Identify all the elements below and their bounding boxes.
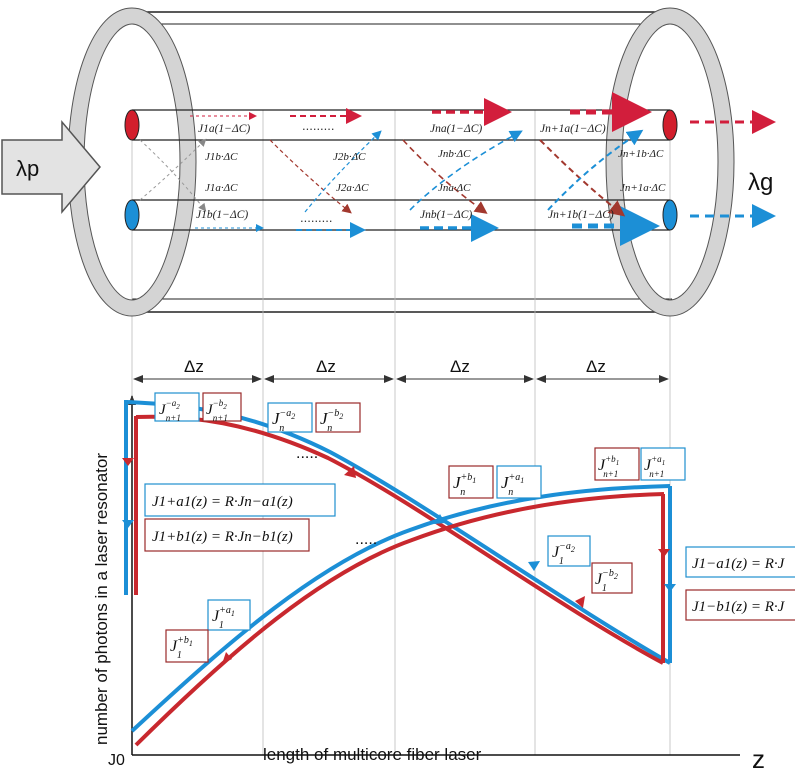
boundary-left-a: J1+a1(z) = R·Jn−a1(z) bbox=[152, 494, 293, 510]
blue-core-left-end bbox=[124, 199, 140, 231]
flux-label: Jna(1−ΔC) bbox=[430, 123, 482, 135]
boundary-conditions: J1+a1(z) = R·Jn−a1(z) J1+b1(z) = R·Jn−b1… bbox=[144, 483, 795, 621]
top-core-labels: J1a(1−ΔC) Jna(1−ΔC) Jn+1a(1−ΔC) bbox=[198, 123, 606, 135]
flux-label: J2a·ΔC bbox=[336, 182, 369, 194]
flux-label: Jn+1a(1−ΔC) bbox=[540, 123, 606, 135]
curve-direction-arrows bbox=[122, 458, 676, 664]
flux-label: Jn+1b·ΔC bbox=[618, 148, 664, 160]
y-axis-label: number of photons in a laser resonator bbox=[92, 453, 111, 745]
red-core-right-end bbox=[662, 109, 678, 141]
fiber-schematic: λp λg bbox=[1, 7, 776, 755]
blue-core-right-end bbox=[662, 199, 678, 231]
curve-blue-forward bbox=[130, 484, 671, 733]
red-core bbox=[124, 109, 678, 141]
x-axis-label: length of multicore fiber laser bbox=[263, 745, 482, 764]
bottom-core-labels: J1b(1−ΔC) Jnb(1−ΔC) Jn+1b(1−ΔC) bbox=[196, 209, 614, 221]
flux-label: Jn+1b(1−ΔC) bbox=[548, 209, 614, 221]
flux-label: J2b·ΔC bbox=[333, 151, 366, 163]
blue-core bbox=[124, 199, 678, 231]
boundary-right-a: J1−a1(z) = R·J bbox=[692, 556, 786, 572]
boundary-right-b: J1−b1(z) = R·J bbox=[692, 599, 786, 615]
ellipsis-bottom: ......... bbox=[300, 210, 333, 225]
pump-label: λp bbox=[16, 156, 39, 181]
coupling-arrows bbox=[139, 129, 644, 217]
segment-label: Δz bbox=[316, 357, 336, 376]
blue-propagation-arrows bbox=[195, 204, 776, 246]
flux-label: Jna·ΔC bbox=[438, 182, 471, 194]
flux-label: Jnb(1−ΔC) bbox=[420, 209, 472, 221]
flux-label: J1a·ΔC bbox=[205, 182, 238, 194]
photon-plot: Δz Δz Δz Δz number of photons in a laser… bbox=[92, 357, 795, 772]
origin-label: J0 bbox=[108, 752, 125, 769]
z-axis-label: z bbox=[752, 744, 765, 772]
flux-label: J1a(1−ΔC) bbox=[198, 123, 250, 135]
ellipsis-top: ......... bbox=[302, 118, 335, 133]
red-core-left-end bbox=[124, 109, 140, 141]
photon-curves bbox=[124, 400, 672, 747]
pump-arrow: λp bbox=[1, 119, 101, 215]
segment-dimensions: Δz Δz Δz Δz bbox=[133, 357, 669, 383]
boundary-left-b: J1+b1(z) = R·Jn−b1(z) bbox=[152, 529, 293, 545]
plot-ellipsis-top: ..... bbox=[296, 445, 318, 462]
flux-label: Jnb·ΔC bbox=[438, 148, 471, 160]
coupling-row2-labels: J1a·ΔC J2a·ΔC Jna·ΔC Jn+1a·ΔC bbox=[205, 182, 666, 194]
flux-label: J1b(1−ΔC) bbox=[196, 209, 248, 221]
plot-ellipsis-mid: ..... bbox=[355, 531, 377, 548]
flux-label: J1b·ΔC bbox=[205, 151, 238, 163]
segment-label: Δz bbox=[450, 357, 470, 376]
flux-label: Jn+1a·ΔC bbox=[620, 182, 666, 194]
coupling-row1-labels: J1b·ΔC J2b·ΔC Jnb·ΔC Jn+1b·ΔC bbox=[205, 148, 664, 163]
curve-red-forward bbox=[134, 492, 665, 747]
segment-label: Δz bbox=[184, 357, 204, 376]
output-label: λg bbox=[748, 169, 773, 196]
segment-label: Δz bbox=[586, 357, 606, 376]
red-propagation-arrows bbox=[190, 92, 776, 134]
